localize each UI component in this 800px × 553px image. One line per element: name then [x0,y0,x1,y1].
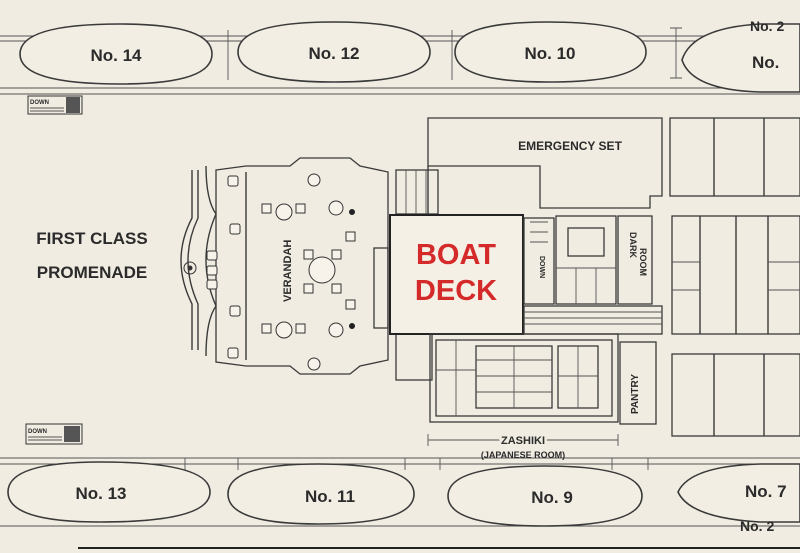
emergency-set-room: EMERGENCY SET [427,117,663,214]
verandah: VERANDAH [180,157,389,375]
lifeboat-no-14 [19,23,213,85]
lifeboat-label: No. 14 [90,46,142,65]
lifeboat-label: No. 10 [524,44,575,63]
lifeboat-no-11 [227,463,415,525]
stairwell-down: DOWN [523,217,555,305]
pantry: PANTRY [619,341,657,425]
cabin-blocks-middle [671,215,800,335]
japanese-room-label: (JAPANESE ROOM) [481,450,565,460]
promenade-label: PROMENADE [37,263,148,282]
lifeboat-label: No. 2 [740,518,774,534]
lifeboat-no-12 [237,21,431,83]
dark-room-label-line1: DARK [628,232,638,258]
winch-box-bottom: DOWN [25,423,83,445]
lifeboat-label: No. 11 [305,487,355,506]
machinery-room [555,215,617,305]
lifeboat-label: No. 7 [745,482,787,501]
stair-down-label: DOWN [538,256,545,278]
lifeboat-label: No. 12 [308,44,359,63]
zashiki-room: ZASHIKI (JAPANESE ROOM) [427,333,619,460]
lifeboat-no-13 [7,461,211,523]
boat-deck-label-line1: BOAT [416,239,496,271]
lifeboat-no-2-partial [681,23,800,93]
winch-down-label: DOWN [28,429,47,435]
cabin-blocks-lower [671,353,800,437]
lifeboat-label: No. 9 [531,488,573,507]
boat-deck-label-line2: DECK [415,275,497,307]
dark-room: DARK ROOM [617,215,653,305]
dark-room-label-line2: ROOM [638,248,648,276]
first-class-label: FIRST CLASS [36,229,147,248]
bottom-boat-row: No. 13 No. 11 No. 9 No. 7 No. 2 DOWN [0,423,800,549]
winch-box-top: DOWN [27,95,83,115]
lifeboat-no-9 [447,465,643,527]
winch-down-label: DOWN [30,100,49,106]
walkway [523,305,663,335]
boat-deck-box: BOAT DECK [389,214,524,335]
emergency-set-label: EMERGENCY SET [518,139,622,153]
zashiki-label: ZASHIKI [501,435,545,447]
lifeboat-no-7-partial [677,463,800,523]
lifeboat-label: No. 13 [75,484,126,503]
pantry-label: PANTRY [630,374,641,414]
lifeboat-no-10 [454,21,647,83]
lifeboat-label: No. [752,53,779,72]
lifeboat-label: No. 2 [750,18,784,34]
verandah-label: VERANDAH [282,240,294,302]
cabin-blocks-upper [669,117,800,197]
top-boat-row: No. 14 No. 12 No. 10 No. 2 No. DOWN [0,18,800,115]
